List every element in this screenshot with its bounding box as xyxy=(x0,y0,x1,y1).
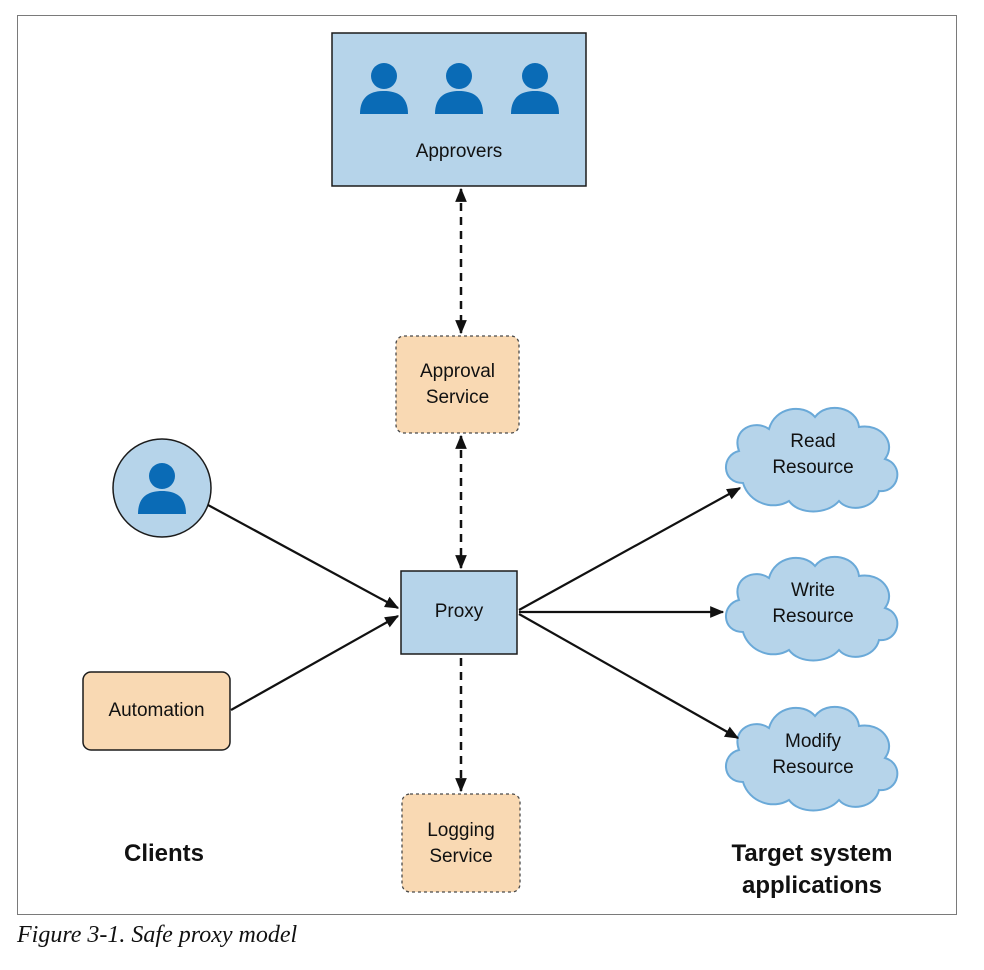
figure-caption: Figure 3-1. Safe proxy model xyxy=(17,922,298,948)
automation-box xyxy=(82,671,231,751)
targets-group-label: Target system applications xyxy=(731,840,893,899)
clients-group-label: Clients xyxy=(123,840,204,867)
cloud-shape xyxy=(725,706,899,812)
proxy-to-modify-arrow xyxy=(518,613,740,739)
cloud-shape xyxy=(725,556,899,662)
approval-service-box xyxy=(395,335,520,434)
proxy-box xyxy=(400,570,518,655)
automation-to-proxy-arrow xyxy=(230,615,400,711)
cloud-shape xyxy=(725,407,899,513)
proxy-to-read-arrow xyxy=(518,487,742,611)
logging-service-box xyxy=(401,793,521,893)
user-to-proxy-arrow xyxy=(207,504,400,609)
